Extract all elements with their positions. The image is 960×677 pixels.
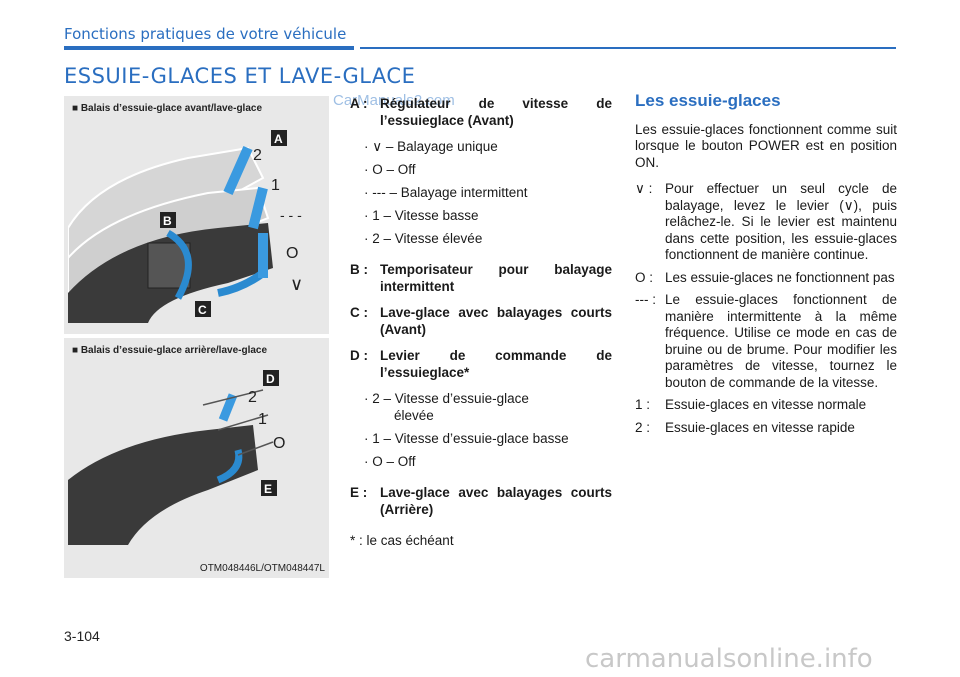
fig2-num-off: O bbox=[273, 435, 285, 452]
mode-text: Pour effectuer un seul cycle de balayage… bbox=[665, 181, 897, 262]
wipers-heading: Les essuie-glaces bbox=[635, 91, 781, 110]
wiper-mode-high: 2 : Essuie-glaces en vitesse rapide bbox=[635, 420, 897, 437]
mode-text: Le essuie-glaces fonctionnent de manière… bbox=[665, 292, 897, 390]
def-d-sub-3: · O – Off bbox=[364, 454, 416, 469]
def-key: E : bbox=[350, 485, 368, 500]
fig-num-1: 1 bbox=[271, 177, 280, 194]
mode-text: Essuie-glaces en vitesse normale bbox=[665, 397, 867, 412]
mode-text: Les essuie-glaces ne fonctionnent pas bbox=[665, 269, 895, 285]
fig2-num-2: 2 bbox=[248, 389, 257, 406]
def-text: Levier de commande de l’essuieglace* bbox=[380, 348, 612, 380]
fig-num-intermittent: - - - bbox=[280, 207, 302, 223]
footnote: * : le cas échéant bbox=[350, 533, 454, 548]
def-d-sub-1: · 2 – Vitesse d’essuie-glace élevée bbox=[350, 390, 612, 424]
mode-key: O : bbox=[635, 269, 654, 285]
def-a-sub-3: · --- – Balayage intermittent bbox=[364, 185, 528, 200]
fig2-num-1: 1 bbox=[258, 411, 267, 428]
front-wiper-lever-illustration: 2 1 - - - O ∨ A B C bbox=[68, 130, 303, 323]
def-key: B : bbox=[350, 262, 368, 277]
mode-key: ∨ : bbox=[635, 181, 653, 196]
fig-num-off: O bbox=[286, 245, 298, 262]
def-d-sub-1-line1: · 2 – Vitesse d’essuie-glace bbox=[364, 391, 529, 406]
wipers-intro: Les essuie-glaces fonctionnent comme sui… bbox=[635, 121, 897, 170]
def-d-sub-1-line2: élevée bbox=[394, 408, 434, 423]
figure-front-wiper: ■ Balais d’essuie-glace avant/lave-glace… bbox=[64, 96, 329, 334]
figure-label: ■ Balais d’essuie-glace arrière/lave-gla… bbox=[72, 345, 268, 356]
def-a-sub-5: · 2 – Vitesse élevée bbox=[364, 231, 483, 246]
marker-c: C bbox=[198, 303, 207, 317]
def-key: D : bbox=[350, 348, 368, 363]
mode-text: Essuie-glaces en vitesse rapide bbox=[665, 419, 855, 435]
def-text: Lave-glace avec balayages courts (Avant) bbox=[380, 305, 612, 337]
def-a-sub-4: · 1 – Vitesse basse bbox=[364, 208, 479, 223]
wiper-mode-low: 1 : Essuie-glaces en vitesse normale bbox=[635, 397, 897, 414]
header-rule-thin bbox=[360, 47, 896, 49]
fig-num-2: 2 bbox=[253, 147, 262, 164]
watermark-top: CarManuals2.com bbox=[333, 92, 455, 109]
figure-rear-wiper: ■ Balais d’essuie-glace arrière/lave-gla… bbox=[64, 338, 329, 578]
header-rule-thick bbox=[64, 46, 354, 50]
watermark-bottom: carmanualsonline.info bbox=[585, 644, 873, 674]
def-text: Régulateur de vitesse de l’essuieglace (… bbox=[380, 96, 612, 128]
wiper-mode-single: ∨ : Pour effectuer un seul cycle de bala… bbox=[635, 181, 897, 264]
marker-b: B bbox=[163, 214, 172, 228]
def-c: C : Lave-glace avec balayages courts (Av… bbox=[350, 304, 612, 338]
wiper-mode-off: O : Les essuie-glaces ne fonctionnent pa… bbox=[635, 270, 897, 287]
figure-label: ■ Balais d’essuie-glace avant/lave-glace bbox=[72, 103, 263, 114]
marker-d: D bbox=[266, 372, 275, 386]
def-text: Temporisateur pour balayage intermittent bbox=[380, 262, 612, 294]
def-d-sub-2: · 1 – Vitesse d’essuie-glace basse bbox=[364, 431, 569, 446]
section-title: ESSUIE-GLACES ET LAVE-GLACE bbox=[64, 64, 416, 88]
mode-key: 2 : bbox=[635, 419, 651, 435]
fig-num-single: ∨ bbox=[290, 274, 303, 294]
running-header: Fonctions pratiques de votre véhicule bbox=[64, 25, 347, 43]
marker-e: E bbox=[264, 482, 272, 496]
legend-column: A : Régulateur de vitesse de l’essuiegla… bbox=[350, 95, 612, 549]
wiper-mode-intermittent: --- : Le essuie-glaces fonctionnent de m… bbox=[635, 292, 897, 391]
def-a: A : Régulateur de vitesse de l’essuiegla… bbox=[350, 95, 612, 129]
mode-key: --- : bbox=[635, 292, 656, 307]
def-e: E : Lave-glace avec balayages courts (Ar… bbox=[350, 484, 612, 518]
def-text: Lave-glace avec balayages courts (Arrièr… bbox=[380, 485, 612, 517]
wipers-section: Les essuie-glaces Les essuie-glaces fonc… bbox=[635, 91, 897, 442]
def-a-sub-2: · O – Off bbox=[364, 162, 416, 177]
figure-code: OTM048446L/OTM048447L bbox=[199, 563, 325, 574]
mode-key: 1 : bbox=[635, 397, 651, 412]
def-a-sub-1: · ∨ – Balayage unique bbox=[364, 139, 498, 154]
def-key: C : bbox=[350, 305, 368, 320]
def-key: A : bbox=[350, 96, 368, 111]
def-b: B : Temporisateur pour balayage intermit… bbox=[350, 261, 612, 295]
page-number: 3-104 bbox=[64, 628, 100, 644]
def-d: D : Levier de commande de l’essuieglace* bbox=[350, 347, 612, 381]
marker-a: A bbox=[274, 132, 283, 146]
rear-wiper-lever-illustration: 2 1 O D E bbox=[68, 370, 285, 545]
